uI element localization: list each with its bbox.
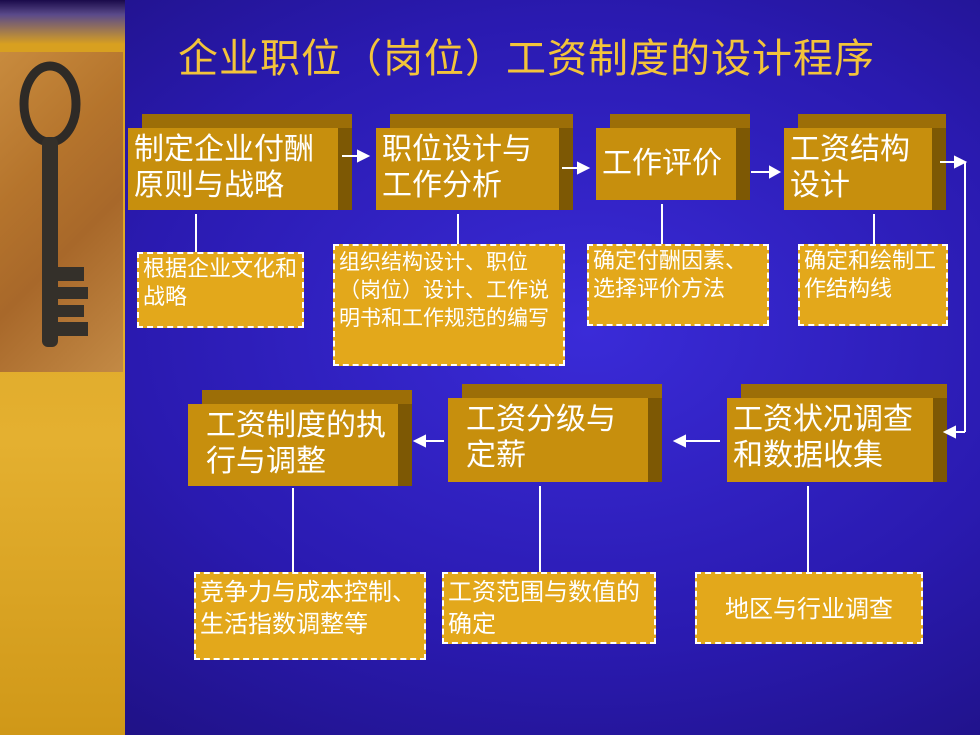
note-text: 竞争力与成本控制、生活指数调整等 <box>200 578 416 638</box>
note-org-design: 组织结构设计、职位（岗位）设计、工作说明书和工作规范的编写 <box>333 244 565 366</box>
step-label: 制定企业付酬原则与战略 <box>134 132 314 203</box>
step-label: 工作评价 <box>602 146 722 181</box>
note-pay-range: 工资范围与数值的确定 <box>442 572 656 644</box>
step-job-evaluation: 工作评价 <box>596 128 750 200</box>
step-label: 职位设计与工作分析 <box>382 132 532 203</box>
note-text: 地区与行业调查 <box>725 595 893 623</box>
note-text: 工资范围与数值的确定 <box>448 578 640 638</box>
note-text: 确定付酬因素、选择评价方法 <box>593 249 748 302</box>
note-pay-factors: 确定付酬因素、选择评价方法 <box>587 244 769 326</box>
step-label: 工资状况调查和数据收集 <box>733 402 913 473</box>
key-photo <box>0 52 123 372</box>
note-structure-line: 确定和绘制工作结构线 <box>798 244 948 326</box>
step-pay-principles: 制定企业付酬原则与战略 <box>128 128 352 210</box>
step-grading-pay: 工资分级与定薪 <box>448 398 662 482</box>
slide-title: 企业职位（岗位）工资制度的设计程序 <box>178 36 875 82</box>
note-text: 根据企业文化和战略 <box>143 257 298 310</box>
note-text: 确定和绘制工作结构线 <box>804 249 937 302</box>
step-salary-survey: 工资状况调查和数据收集 <box>727 398 947 482</box>
note-text: 组织结构设计、职位（岗位）设计、工作说明书和工作规范的编写 <box>339 250 549 330</box>
step-label: 工资结构设计 <box>790 132 910 203</box>
key-icon <box>19 61 88 347</box>
note-culture-strategy: 根据企业文化和战略 <box>137 252 304 328</box>
note-competitiveness: 竞争力与成本控制、生活指数调整等 <box>194 572 426 660</box>
step-pay-structure: 工资结构设计 <box>784 128 946 210</box>
step-label: 工资分级与定薪 <box>466 402 616 473</box>
step-label: 工资制度的执行与调整 <box>206 408 386 479</box>
step-job-design: 职位设计与工作分析 <box>376 128 573 210</box>
step-execution-adjust: 工资制度的执行与调整 <box>188 404 412 486</box>
note-region-industry: 地区与行业调查 <box>695 572 923 644</box>
